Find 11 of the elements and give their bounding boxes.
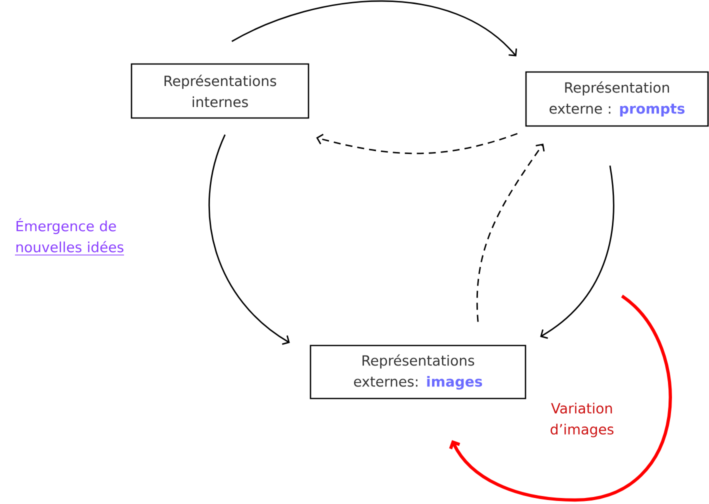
arrow (208, 134, 290, 345)
text-box: Représentations externes: images (310, 344, 526, 400)
arrow (316, 132, 518, 154)
edge-label: Variation d’images (550, 402, 614, 438)
arrow (476, 144, 545, 322)
arrow (232, 0, 518, 56)
text-box: Représentations internes (130, 63, 310, 119)
text-box: Représentation externe : prompts (525, 71, 709, 127)
loop-arrow (449, 294, 672, 502)
note-text: Émergence de nouvelles idées (14, 218, 124, 256)
arrow (540, 166, 614, 339)
